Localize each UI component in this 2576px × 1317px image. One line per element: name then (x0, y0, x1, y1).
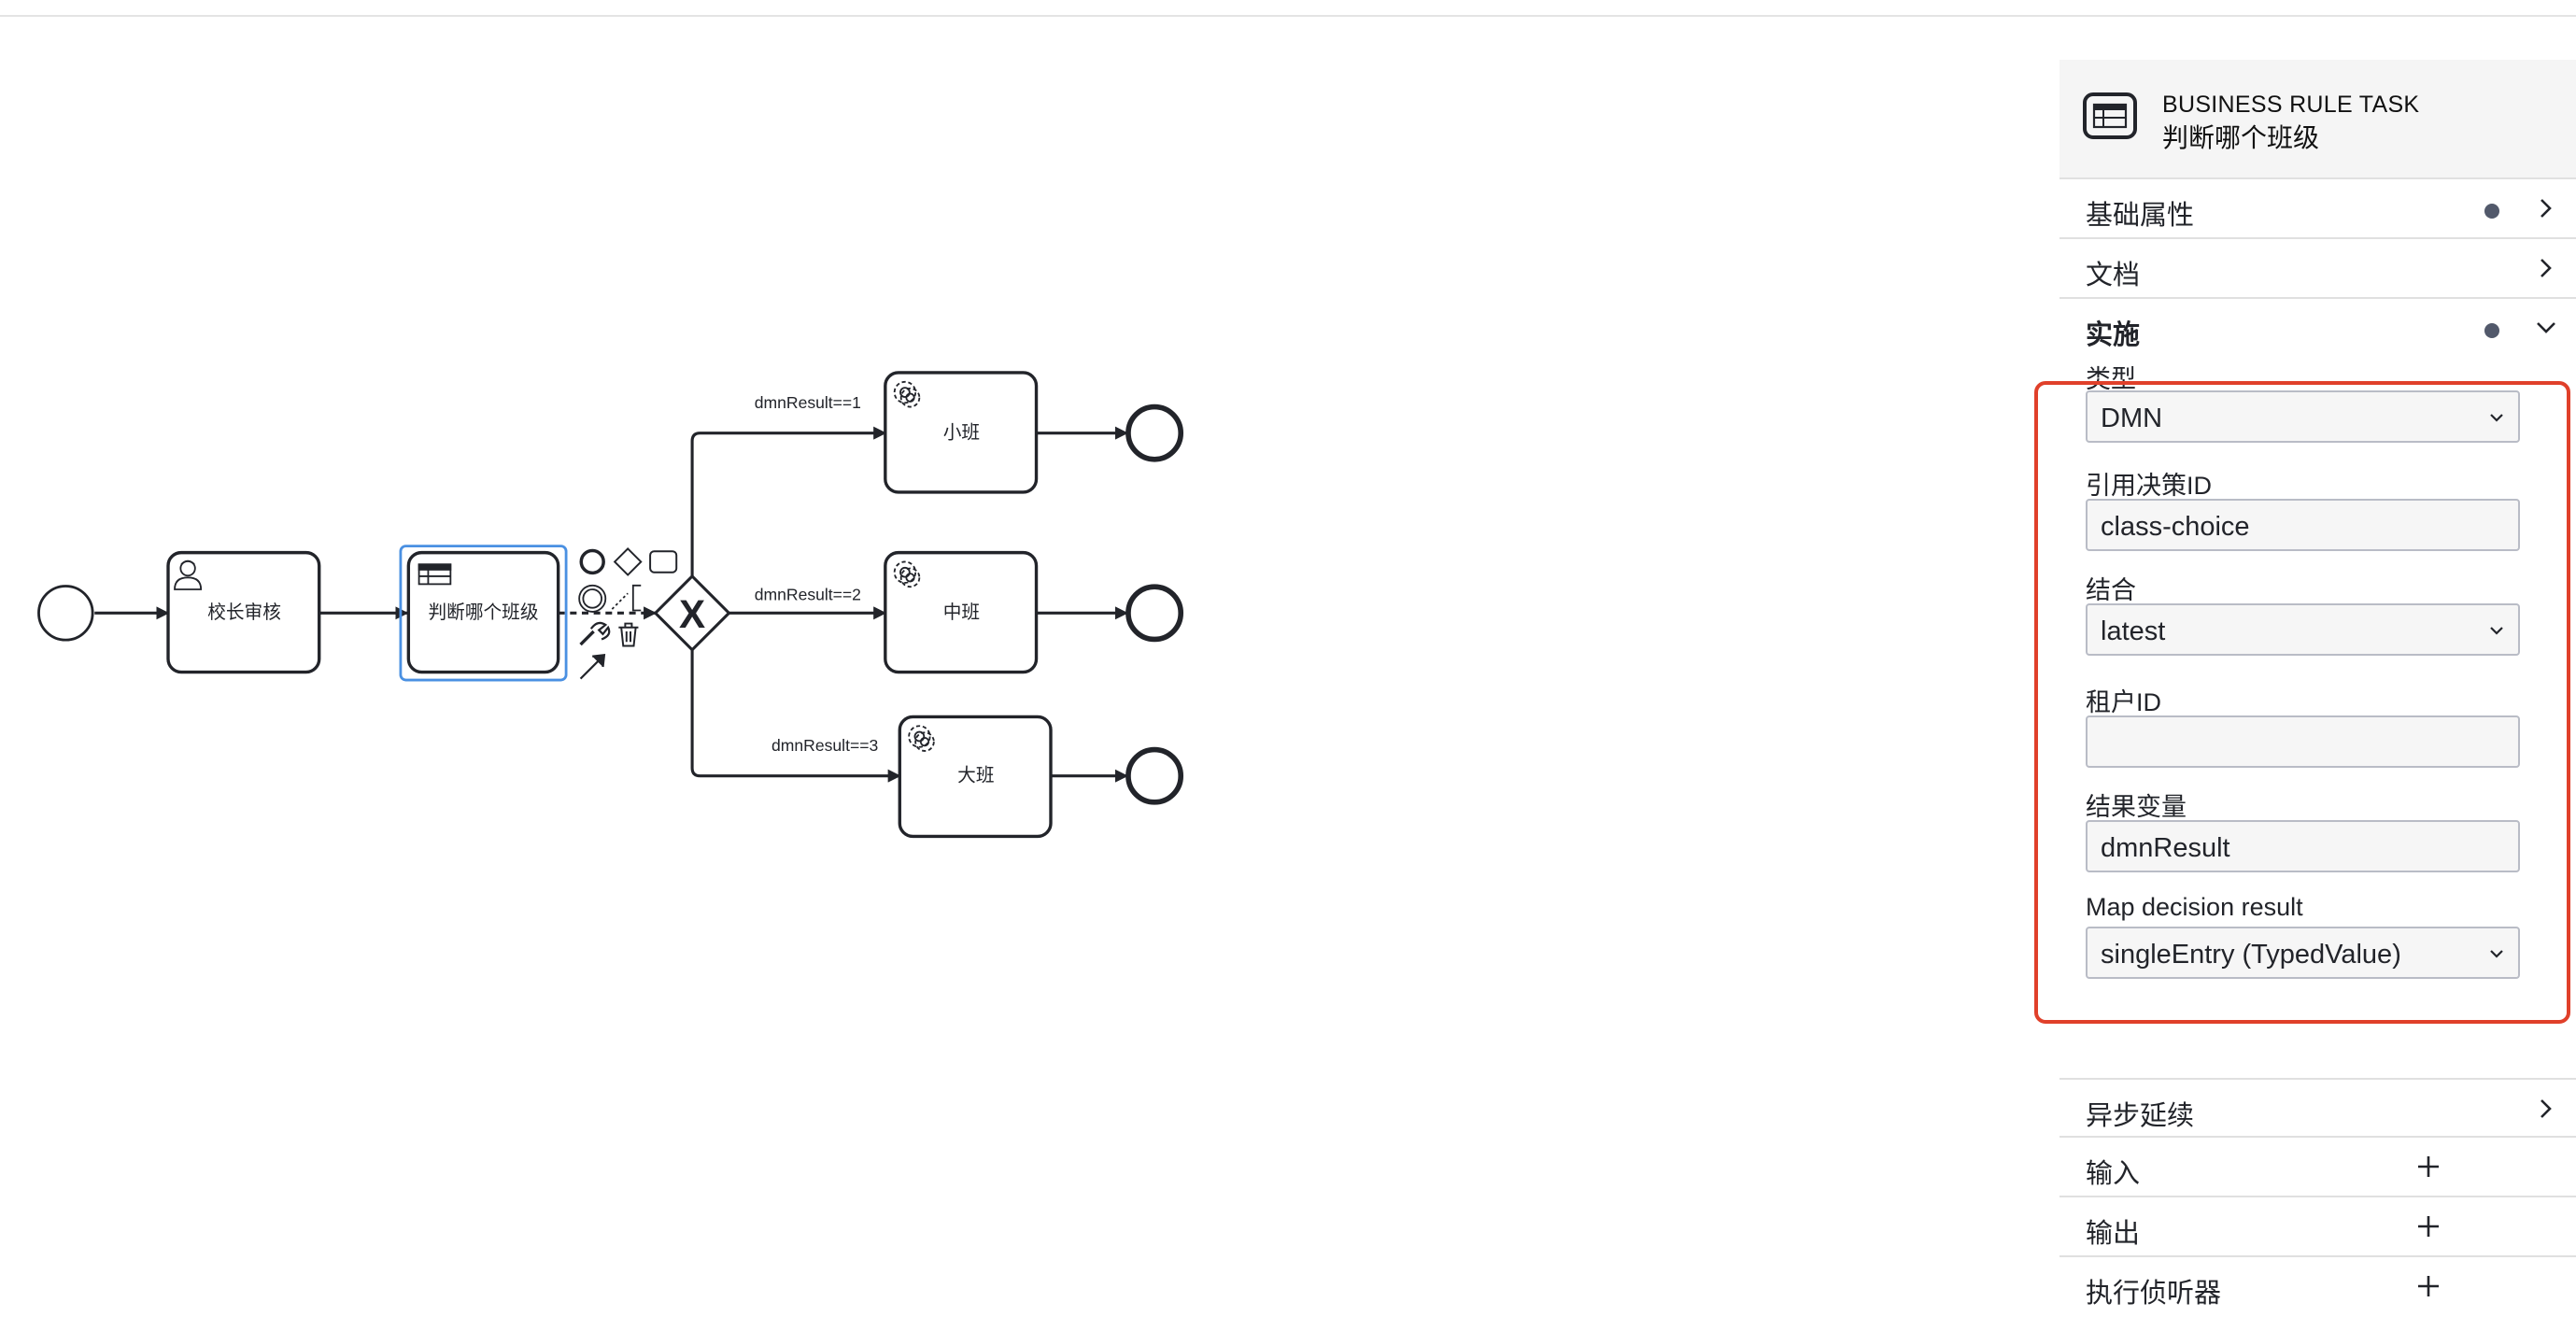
group-documentation[interactable]: 文档 (2059, 239, 2576, 299)
group-async-continuations[interactable]: 异步延续 (2059, 1078, 2576, 1138)
end-event-large[interactable] (1125, 746, 1184, 805)
append-intermediate-event-icon[interactable] (578, 584, 607, 613)
append-end-event-icon[interactable] (579, 548, 605, 575)
chevron-right-icon (2541, 1099, 2552, 1118)
type-select[interactable]: DMN (2086, 390, 2520, 443)
user-task-principal-review[interactable]: 校长审核 (166, 550, 321, 674)
group-title: 实施 (2086, 320, 2141, 350)
group-title: 输入 (2086, 1159, 2141, 1189)
type-label: 类型 (2086, 365, 2136, 393)
group-inputs[interactable]: 输入 (2059, 1138, 2576, 1197)
decision-ref-label: 引用决策ID (2086, 472, 2212, 500)
chevron-down-icon (2490, 627, 2503, 635)
business-rule-task-judge-class[interactable]: 判断哪个班级 (399, 545, 568, 682)
panel-header: BUSINESS RULE TASK 判断哪个班级 (2059, 60, 2576, 179)
flow-gateway-to-small[interactable] (690, 426, 887, 576)
element-type-label: BUSINESS RULE TASK (2162, 92, 2420, 118)
result-variable-value: dmnResult (2101, 833, 2230, 863)
decision-ref-value: class-choice (2101, 512, 2250, 542)
delete-trash-icon[interactable] (618, 622, 639, 647)
properties-panel: BUSINESS RULE TASK 判断哪个班级 基础属性 文档 实施 类型 … (2059, 60, 2576, 1309)
condition-label-3[interactable]: dmnResult==3 (771, 736, 878, 755)
condition-label-2[interactable]: dmnResult==2 (755, 585, 861, 603)
group-basic-properties[interactable]: 基础属性 (2059, 179, 2576, 239)
append-task-icon[interactable] (649, 550, 678, 574)
group-execution-listeners[interactable]: 执行侦听器 (2059, 1257, 2576, 1317)
task-label: 校长审核 (207, 602, 281, 623)
map-decision-result-label: Map decision result (2086, 893, 2303, 921)
selection-outline (399, 545, 568, 682)
table-icon (418, 563, 452, 586)
context-pad[interactable] (578, 547, 678, 680)
implementation-entries: 类型 DMN 引用决策ID class-choice 结合 latest 租户I… (2059, 359, 2576, 1078)
exclusive-gateway[interactable]: X (653, 574, 731, 652)
task-label: 小班 (943, 422, 980, 443)
end-event-small[interactable] (1125, 404, 1184, 462)
sequence-flows[interactable] (94, 426, 1128, 783)
connect-arrow-icon[interactable] (579, 654, 606, 680)
bpmn-canvas[interactable]: dmnResult==1 dmnResult==2 dmnResult==3 校… (0, 0, 2059, 1263)
gear-icon (893, 560, 921, 588)
map-decision-result-select[interactable]: singleEntry (TypedValue) (2086, 927, 2520, 979)
gear-icon (893, 380, 921, 408)
result-variable-input[interactable]: dmnResult (2086, 820, 2520, 872)
chevron-right-icon (2541, 259, 2552, 277)
add-output-icon[interactable] (2414, 1212, 2442, 1240)
business-rule-task-icon (2083, 92, 2137, 139)
flow-gateway-to-large[interactable] (690, 649, 901, 783)
service-task-small-class[interactable]: 小班 (884, 371, 1039, 494)
task-label: 判断哪个班级 (428, 602, 538, 623)
data-marker-dot (2484, 204, 2499, 219)
add-input-icon[interactable] (2414, 1153, 2442, 1181)
gear-icon (908, 725, 935, 752)
chevron-down-icon (2537, 322, 2555, 333)
type-select-value: DMN (2101, 404, 2163, 433)
add-listener-icon[interactable] (2414, 1272, 2442, 1300)
tenant-id-label: 租户ID (2086, 688, 2161, 716)
change-type-wrench-icon[interactable] (579, 621, 611, 646)
service-task-large-class[interactable]: 大班 (898, 715, 1053, 839)
task-label: 中班 (943, 602, 980, 623)
gateway-x-marker: X (679, 592, 705, 636)
result-variable-label: 结果变量 (2086, 793, 2187, 821)
task-label: 大班 (957, 765, 994, 786)
map-decision-result-value: singleEntry (TypedValue) (2101, 940, 2401, 970)
decision-ref-input[interactable]: class-choice (2086, 499, 2520, 551)
top-border (0, 15, 2576, 17)
group-title: 基础属性 (2086, 201, 2195, 231)
tenant-id-input[interactable] (2086, 715, 2520, 768)
chevron-right-icon (2541, 199, 2552, 218)
binding-label: 结合 (2086, 576, 2136, 604)
binding-select-value: latest (2101, 616, 2166, 646)
data-marker-dot (2484, 323, 2499, 338)
group-title: 异步延续 (2086, 1101, 2195, 1131)
group-title: 文档 (2086, 261, 2141, 290)
binding-select[interactable]: latest (2086, 603, 2520, 656)
group-title: 执行侦听器 (2086, 1279, 2222, 1309)
text-annotation-icon[interactable] (611, 584, 642, 612)
service-task-middle-class[interactable]: 中班 (884, 550, 1039, 674)
chevron-down-icon (2490, 950, 2503, 958)
end-event-middle[interactable] (1125, 584, 1184, 643)
append-gateway-icon[interactable] (613, 547, 643, 576)
chevron-down-icon (2490, 414, 2503, 422)
element-name-label: 判断哪个班级 (2162, 123, 2320, 152)
group-title: 输出 (2086, 1219, 2141, 1249)
group-implementation[interactable]: 实施 (2059, 299, 2576, 359)
user-icon (174, 559, 203, 590)
group-outputs[interactable]: 输出 (2059, 1197, 2576, 1257)
start-event[interactable] (37, 585, 94, 642)
condition-label-1[interactable]: dmnResult==1 (755, 393, 861, 412)
